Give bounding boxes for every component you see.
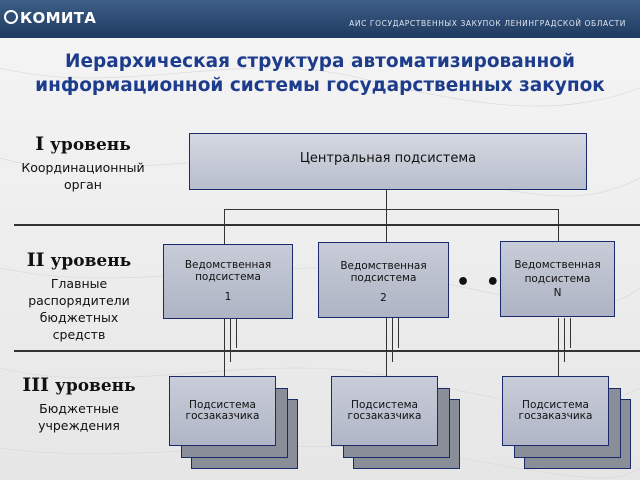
level-1-title: I уровень [35, 133, 131, 155]
connector-sub-nb [564, 318, 565, 362]
connector-sub-2b [392, 318, 393, 362]
level-separator-2 [14, 350, 640, 352]
title-line-2: информационной системы государственных з… [35, 75, 605, 96]
connector-dept-n [558, 209, 559, 241]
logo-swirl-icon [4, 10, 18, 24]
header-subtitle: АИС ГОСУДАРСТВЕННЫХ ЗАКУПОК ЛЕНИНГРАДСКО… [349, 19, 626, 28]
logo-text: КОМИТА [20, 9, 97, 27]
level-3-title: III уровень [22, 374, 136, 396]
connector-dept-1 [224, 209, 225, 244]
connector-sub-1 [224, 318, 225, 376]
connector-sub-2 [386, 318, 387, 376]
connector-sub-n [558, 318, 559, 376]
connector-sub-1c [236, 318, 237, 348]
connector-dept-2 [386, 209, 387, 242]
connector-sub-nc [570, 318, 571, 348]
central-subsystem-box: Центральная подсистема [189, 133, 587, 190]
level-2-title: II уровень [26, 249, 132, 271]
level-separator-1 [14, 224, 640, 226]
page-title: Иерархическая структура автоматизированн… [0, 50, 640, 98]
header-bar: КОМИТА АИС ГОСУДАРСТВЕННЫХ ЗАКУПОК ЛЕНИН… [0, 0, 640, 38]
connector-sub-2c [398, 318, 399, 348]
connector-sub-1b [230, 318, 231, 362]
connector-central-down [386, 190, 387, 209]
title-line-1: Иерархическая структура автоматизированн… [65, 51, 575, 72]
connector-bus-1 [224, 209, 558, 210]
central-subsystem-label: Центральная подсистема [299, 151, 477, 166]
